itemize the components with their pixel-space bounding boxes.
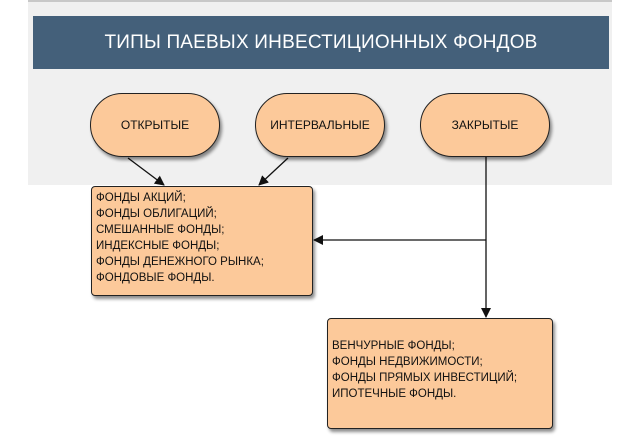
top-divider <box>28 0 612 2</box>
closed-funds-box: ВЕНЧУРНЫЕ ФОНДЫ; ФОНДЫ НЕДВИЖИМОСТИ; ФОН… <box>327 318 553 429</box>
node-interval-label: ИНТЕРВАЛЬНЫЕ <box>270 118 370 132</box>
node-open-label: ОТКРЫТЫЕ <box>120 118 190 132</box>
node-closed-label: ЗАКРЫТЫЕ <box>451 118 519 132</box>
fund-item: ФОНДОВЫЕ ФОНДЫ. <box>96 272 215 284</box>
node-interval: ИНТЕРВАЛЬНЫЕ <box>255 93 385 157</box>
open-interval-funds-box: ФОНДЫ АКЦИЙ; ФОНДЫ ОБЛИГАЦИЙ; СМЕШАННЫЕ … <box>91 186 313 296</box>
fund-item: ИПОТЕЧНЫЕ ФОНДЫ. <box>332 388 457 400</box>
fund-item: ФОНДЫ ДЕНЕЖНОГО РЫНКА; <box>96 256 264 268</box>
node-open: ОТКРЫТЫЕ <box>90 93 220 157</box>
fund-item: ФОНДЫ ПРЯМЫХ ИНВЕСТИЦИЙ; <box>332 372 518 384</box>
fund-item: ФОНДЫ АКЦИЙ; <box>96 192 186 204</box>
arrow-interval-to-funds <box>258 157 289 186</box>
diagram-title: ТИПЫ ПАЕВЫХ ИНВЕСТИЦИОННЫХ ФОНДОВ <box>33 16 609 69</box>
fund-item: ИНДЕКСНЫЕ ФОНДЫ; <box>96 240 220 252</box>
fund-item: СМЕШАННЫЕ ФОНДЫ; <box>96 224 225 236</box>
fund-item: ФОНДЫ ОБЛИГАЦИЙ; <box>96 208 217 220</box>
fund-item: ВЕНЧУРНЫЕ ФОНДЫ; <box>332 340 455 352</box>
arrow-open-to-funds <box>127 157 165 186</box>
fund-item: ФОНДЫ НЕДВИЖИМОСТИ; <box>332 356 483 368</box>
node-closed: ЗАКРЫТЫЕ <box>420 93 550 157</box>
